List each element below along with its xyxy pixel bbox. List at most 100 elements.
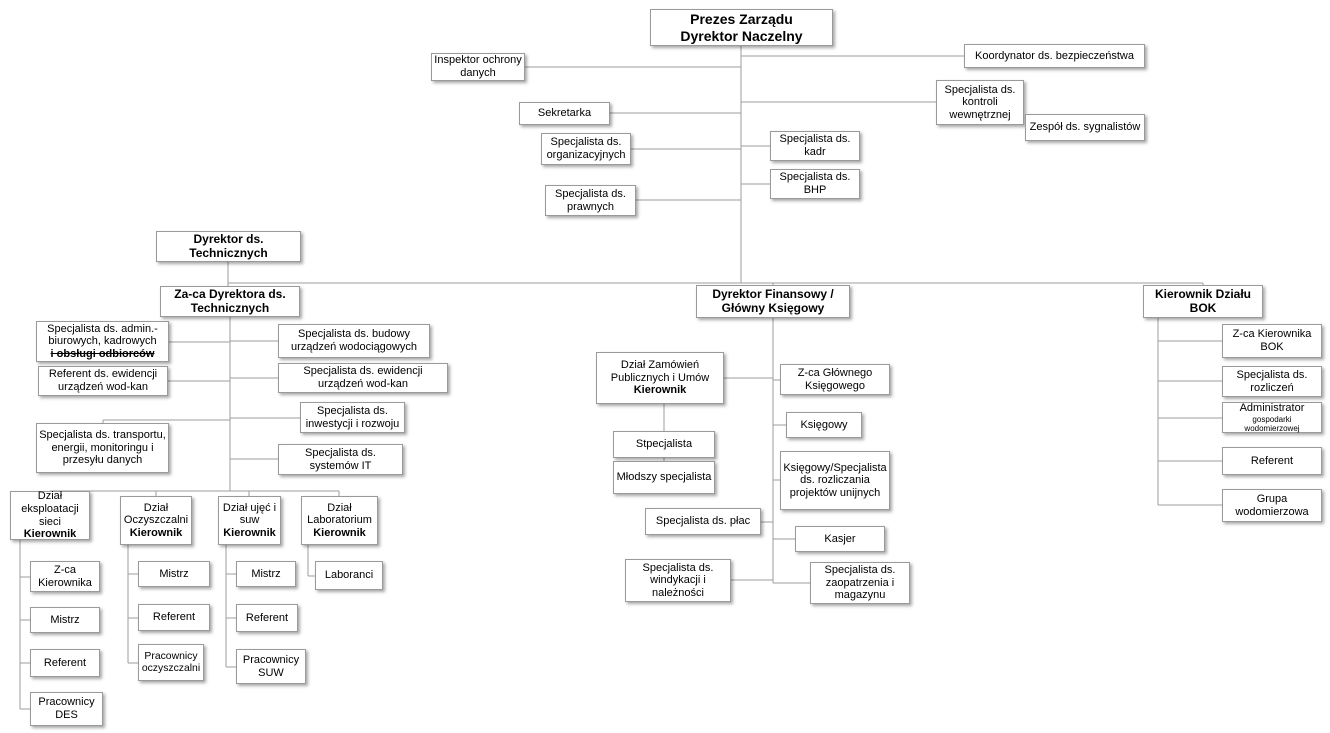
node-label: Inspektor ochrony danych [434,54,522,79]
org-node-dzial-laboratorium: Dział Laboratorium Kierownik [301,496,378,545]
org-node-bok-administrator: Administrator gospodarki wodomierzowej [1222,402,1322,433]
node-role: Kierownik [129,526,183,539]
org-node-dzial-ujec-i-suw: Dział ujęć i suw Kierownik [218,496,281,545]
org-node-suw-mistrz: Mistrz [236,561,296,587]
node-label-strikethrough: i obsługi odbiorców [50,347,155,360]
node-label: Grupa wodomierzowa [1235,492,1309,518]
org-node-dyrektor-techniczny: Dyrektor ds. Technicznych [156,231,301,262]
org-node-stpecjalista: Stpecjalista [613,431,715,458]
org-node-referent-ewidencji: Referent ds. ewidencji urządzeń wod-kan [38,366,168,396]
org-node-specjalista-kadr: Specjalista ds. kadr [770,131,860,161]
org-node-inspektor-ochrony-danych: Inspektor ochrony danych [431,53,525,81]
org-node-specjalista-organizacyjne: Specjalista ds. organizacyjnych [541,133,631,165]
org-node-ksiegowy: Księgowy [786,412,862,438]
node-label: Pracownicy DES [38,696,95,721]
node-sublabel: gospodarki wodomierzowej [1244,414,1300,433]
org-node-dzial-zamowien: Dział Zamówień Publicznych i Umów Kierow… [596,352,724,404]
org-node-des-pracownicy: Pracownicy DES [30,692,103,726]
org-node-zca-dyrektora-technicznego: Za-ca Dyrektora ds. Technicznych [160,286,300,317]
org-node-specjalista-prawne: Specjalista ds. prawnych [545,185,636,216]
node-label: Dział Zamówień Publicznych i Umów [610,359,710,384]
org-node-specjalista-transportu: Specjalista ds. transportu, energii, mon… [36,423,169,473]
node-label: Dział Oczyszczalni [123,501,189,527]
org-node-zespol-sygnalistow: Zespół ds. sygnalistów [1025,114,1145,141]
node-label: Z-ca Kierownika [38,563,92,589]
node-label: Specjalista ds. inwestycji i rozwoju [305,404,400,430]
node-label: Mistrz [159,567,189,580]
node-label: Specjalista ds. windykacji i należności [642,561,714,599]
org-node-bok-grupa-wodomierzowa: Grupa wodomierzowa [1222,489,1322,522]
org-node-bok-zca-kierownika: Z-ca Kierownika BOK [1222,324,1322,358]
org-node-des-mistrz: Mistrz [30,607,100,633]
org-node-des-referent: Referent [30,649,100,677]
org-node-kasjer: Kasjer [795,526,885,552]
node-label: Laboranci [324,569,374,582]
node-label-2: Dyrektor Naczelny [680,27,803,44]
org-node-admin-biurowe: Specjalista ds. admin.-biurowych, kadrow… [36,321,169,362]
node-label: Specjalista ds. transportu, energii, mon… [39,429,166,467]
node-label: Mistrz [50,613,80,626]
node-label: Specjalista ds. organizacyjnych [546,136,626,161]
org-node-specjalista-plac: Specjalista ds. płac [645,508,761,535]
org-node-laboranci: Laboranci [315,561,383,590]
node-role: Kierownik [313,526,366,539]
org-node-kierownik-bok: Kierownik Działu BOK [1143,285,1263,318]
node-label: Administrator [1239,402,1305,414]
node-label: Referent [152,611,196,624]
node-role: Kierownik [23,528,77,541]
node-label: Specjalista ds. BHP [779,171,851,196]
node-label: Księgowy/Specjalista ds. rozliczania pro… [783,461,887,499]
org-node-specjalista-it: Specjalista ds. systemów IT [278,444,403,475]
node-label: Specjalista ds. kadr [779,133,851,158]
org-node-oczyszczalnia-pracownicy: Pracownicy oczyszczalni [138,644,204,681]
org-node-dyrektor-finansowy: Dyrektor Finansowy / Główny Księgowy [696,285,850,318]
org-node-dzial-eksploatacji-sieci: Dział eksploatacji sieci Kierownik [10,490,90,541]
node-role: Kierownik [633,384,687,397]
org-node-bok-referent: Referent [1222,447,1322,475]
node-label: Zespół ds. sygnalistów [1029,121,1141,134]
node-label: Księgowy [800,418,848,431]
org-node-des-zca-kierownika: Z-ca Kierownika [30,561,100,592]
org-node-specjalista-zaopatrzenia: Specjalista ds. zaopatrzenia i magazynu [810,562,910,604]
org-node-sekretarka: Sekretarka [519,102,610,125]
org-node-koordynator-bezpieczenstwa: Koordynator ds. bezpieczeństwa [964,44,1145,68]
node-label: Specjalista ds. rozliczeń [1236,368,1308,394]
org-node-specjalista-inwestycji: Specjalista ds. inwestycji i rozwoju [300,402,405,433]
node-label: Mistrz [251,567,281,580]
node-label: Referent [1250,454,1294,467]
org-node-oczyszczalnia-referent: Referent [138,604,210,631]
node-label: Stpecjalista [635,438,693,451]
org-node-specjalista-ewidencji: Specjalista ds. ewidencji urządzeń wod-k… [278,363,448,393]
node-label: Specjalista ds. kontroli wewnętrznej [944,83,1016,121]
org-node-mlodszy-specjalista: Młodszy specjalista [613,461,715,494]
node-label: Dział eksploatacji sieci [21,490,79,528]
node-label: Referent ds. ewidencji urządzeń wod-kan [48,368,158,393]
org-node-oczyszczalnia-mistrz: Mistrz [138,561,210,587]
node-label: Sekretarka [537,107,592,120]
node-label: Kasjer [824,532,856,545]
node-label: Z-ca Głównego Księgowego [797,366,873,392]
node-label: Specjalista ds. budowy urządzeń wodociąg… [291,328,417,353]
org-node-suw-referent: Referent [236,604,298,632]
node-label: Specjalista ds. płac [655,515,751,528]
org-node-ksiegowy-projekty-unijne: Księgowy/Specjalista ds. rozliczania pro… [780,451,890,510]
org-node-suw-pracownicy: Pracownicy SUW [236,649,306,684]
node-label: Młodszy specjalista [616,471,712,484]
org-node-dzial-oczyszczalni: Dział Oczyszczalni Kierownik [120,496,192,545]
org-node-zca-glownego-ksiegowego: Z-ca Głównego Księgowego [780,364,890,395]
node-label: Pracownicy SUW [242,653,300,679]
node-label: Referent [245,611,289,624]
node-label: Dyrektor ds. Technicznych [189,231,268,260]
org-node-specjalista-bhp: Specjalista ds. BHP [770,169,860,199]
node-label: Dyrektor Finansowy / Główny Księgowy [712,286,834,315]
node-label: Specjalista ds. ewidencji urządzeń wod-k… [303,365,423,390]
node-label: Specjalista ds. systemów IT [305,446,376,472]
node-label: Referent [43,656,87,669]
node-label: Specjalista ds. zaopatrzenia i magazynu [824,564,896,602]
node-label: Dział Laboratorium [307,501,372,527]
node-label: Z-ca Kierownika BOK [1232,328,1312,353]
node-label: Dział ujęć i suw [222,501,277,527]
org-node-specjalista-windykacji: Specjalista ds. windykacji i należności [625,559,731,602]
org-node-kontrola-wewnetrzna: Specjalista ds. kontroli wewnętrznej [936,80,1024,125]
